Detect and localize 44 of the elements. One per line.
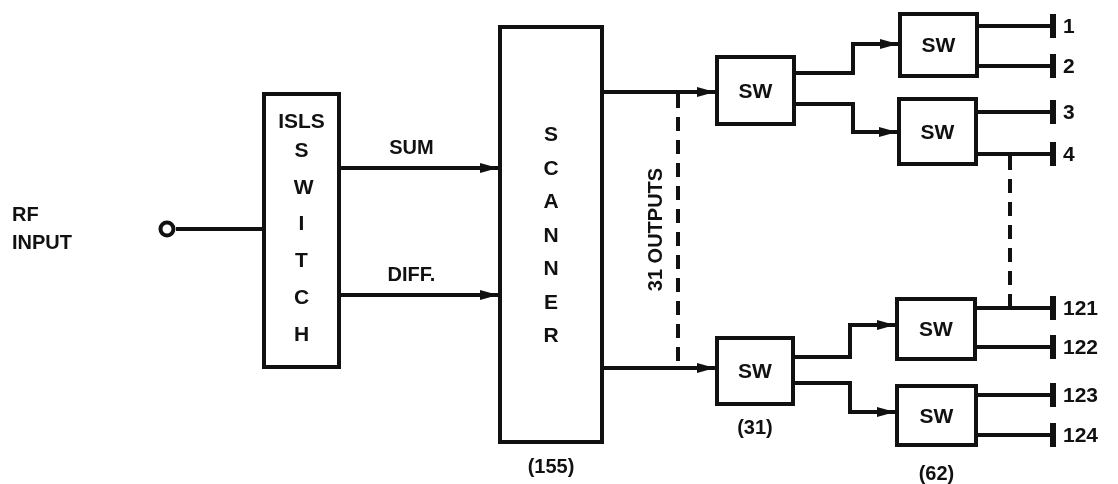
block-box bbox=[262, 92, 341, 369]
output-line bbox=[979, 51, 1056, 81]
arrow bbox=[795, 381, 895, 417]
outputs-label: 31 OUTPUTS bbox=[643, 166, 667, 294]
output-line bbox=[979, 11, 1056, 41]
output-line bbox=[977, 332, 1056, 362]
output-terminal-label: 1 bbox=[1056, 14, 1112, 38]
arrow bbox=[795, 320, 895, 359]
input-label: RF INPUT bbox=[12, 202, 73, 255]
output-line bbox=[978, 380, 1056, 410]
block-label: SW bbox=[920, 119, 955, 144]
output-terminal-label: 121 bbox=[1056, 296, 1112, 320]
output-line bbox=[978, 420, 1056, 450]
block-caption: (62) bbox=[918, 462, 955, 484]
arrow bbox=[796, 102, 897, 137]
arrow bbox=[604, 87, 715, 97]
block-box bbox=[897, 97, 978, 166]
output-line bbox=[978, 97, 1056, 127]
block-label: SW bbox=[738, 359, 772, 383]
output-terminal-label: 123 bbox=[1056, 383, 1112, 407]
arrow bbox=[341, 290, 498, 300]
block-box bbox=[895, 297, 977, 361]
connector-line bbox=[176, 227, 262, 231]
block-label: SW bbox=[921, 33, 956, 57]
terminal-circle bbox=[158, 220, 176, 238]
block-label: SW bbox=[919, 317, 953, 341]
output-terminal-label: 124 bbox=[1056, 423, 1112, 447]
block-box bbox=[898, 12, 979, 78]
output-line bbox=[978, 139, 1056, 169]
output-terminal-label: 2 bbox=[1056, 54, 1112, 78]
output-terminal-label: 122 bbox=[1056, 335, 1112, 359]
arrow bbox=[604, 363, 715, 373]
block-label: SCANNER bbox=[543, 120, 559, 349]
arrow bbox=[341, 163, 498, 173]
block-caption: (31) bbox=[737, 416, 773, 438]
block-label: ISLS bbox=[278, 108, 325, 132]
arrow bbox=[796, 39, 898, 75]
output-terminal-label: 4 bbox=[1056, 142, 1112, 166]
output-line bbox=[977, 293, 1056, 323]
block-caption: (155) bbox=[527, 455, 575, 477]
block-box bbox=[715, 55, 796, 126]
block-label: SW bbox=[738, 78, 773, 103]
block-label: SW bbox=[919, 403, 954, 428]
output-terminal-label: 3 bbox=[1056, 100, 1112, 124]
